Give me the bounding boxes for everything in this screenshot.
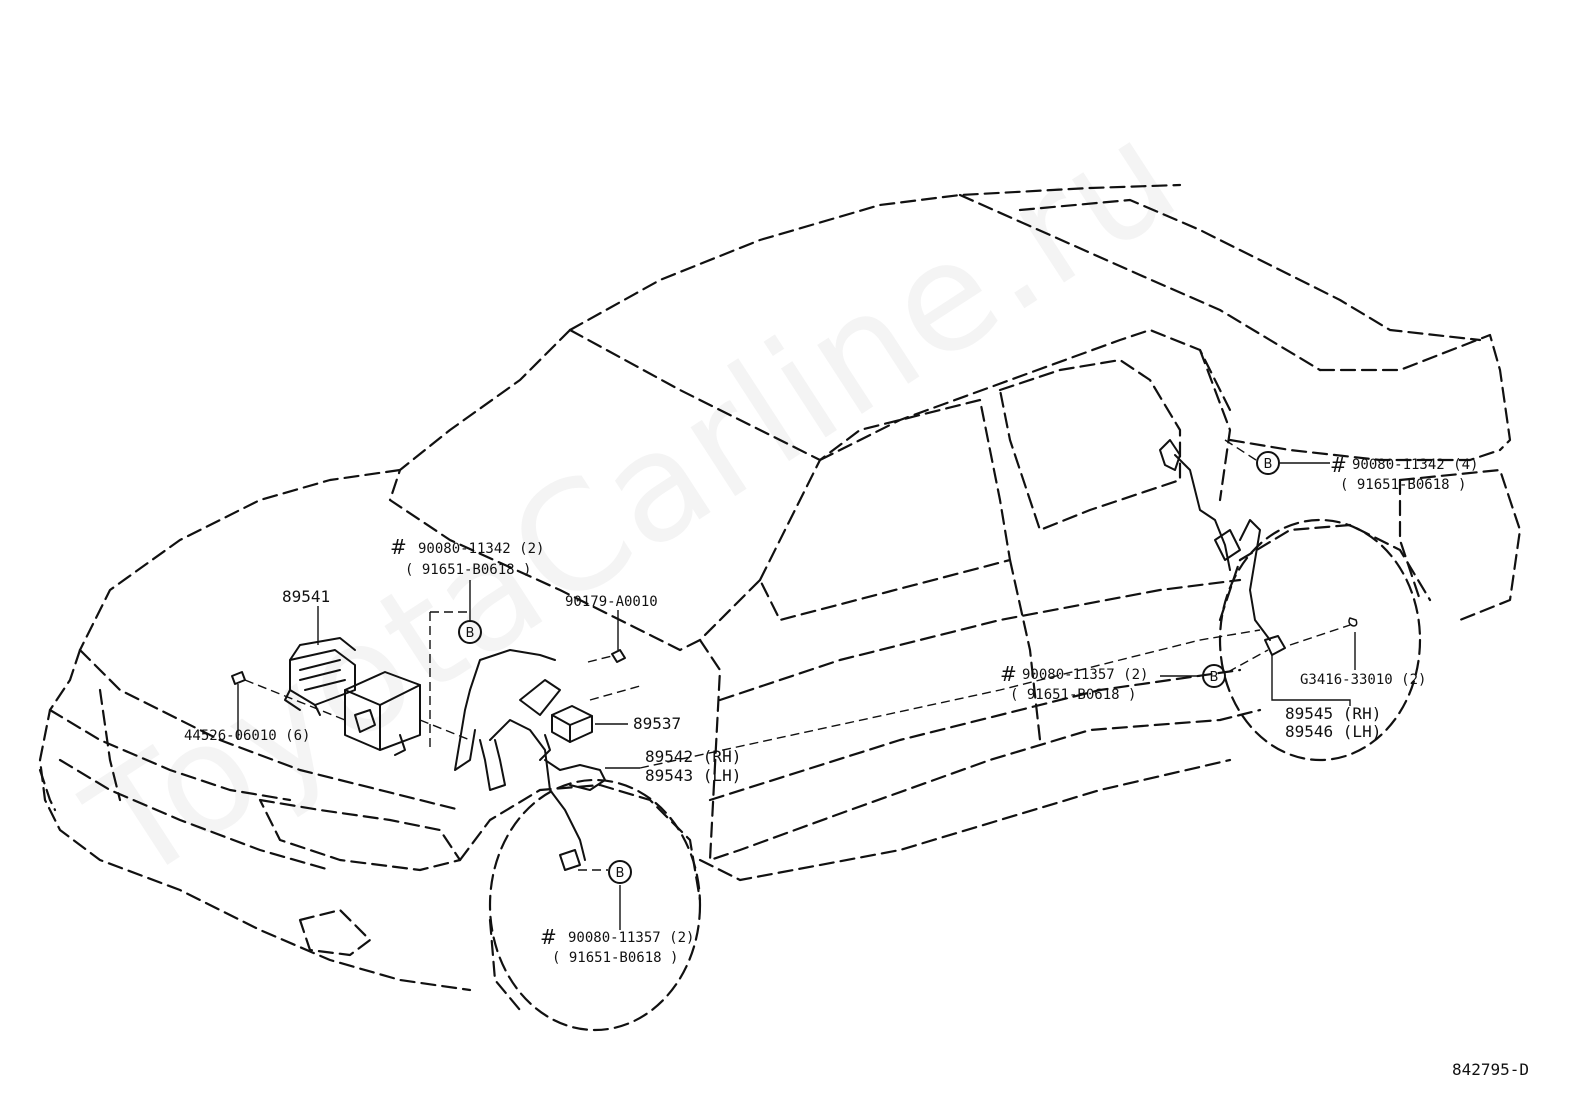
b-marker-rear-mid: B — [1210, 670, 1219, 685]
label-yaw-sensor: 89537 — [633, 714, 682, 733]
label-rear-sensor-rh: 89545 (RH) — [1285, 704, 1382, 723]
label-rear-grommet: G3416-33010 (2) — [1300, 672, 1427, 688]
label-bolt-hood-alt: ( 91651-B0618 ) — [405, 562, 532, 578]
diagram-code: 842795-D — [1452, 1060, 1530, 1079]
label-rear-bolt-top-alt: ( 91651-B0618 ) — [1340, 477, 1467, 493]
abs-ecu-drawing — [284, 637, 356, 716]
b-marker-front: B — [616, 866, 625, 881]
label-plug: 44526-06010 (6) — [184, 728, 311, 744]
b-marker-hood: B — [466, 626, 475, 641]
leader-lines — [244, 439, 1358, 930]
label-rear-bolt-top: 90080-11342 (4) — [1352, 457, 1479, 473]
label-front-sensor-rh: 89542 (RH) — [645, 747, 742, 766]
car-body-outline — [38, 183, 1522, 1032]
yaw-sensor-drawing — [551, 705, 593, 743]
label-front-bolt-alt: ( 91651-B0618 ) — [552, 950, 679, 966]
label-ecu: 89541 — [282, 587, 331, 606]
label-clip-nut: 90179-A0010 — [565, 594, 658, 610]
label-bolt-hood: 90080-11342 (2) — [418, 541, 545, 557]
label-front-bolt: 90080-11357 (2) — [568, 930, 695, 946]
hash-marker-rear-top: # — [1330, 453, 1347, 477]
hash-marker-hood: # — [390, 535, 407, 559]
label-rear-bolt-mid-alt: ( 91651-B0618 ) — [1010, 687, 1137, 703]
abs-actuator-drawing — [344, 671, 421, 756]
rear-harness-drawing — [1159, 439, 1286, 656]
b-marker-rear-top: B — [1264, 457, 1273, 472]
hash-marker-front: # — [540, 925, 557, 949]
label-rear-sensor-lh: 89546 (LH) — [1285, 722, 1382, 741]
hash-marker-rear-mid: # — [1000, 662, 1017, 686]
label-rear-bolt-mid: 90080-11357 (2) — [1022, 667, 1149, 683]
label-front-sensor-lh: 89543 (LH) — [645, 766, 742, 785]
b-circles — [458, 451, 1280, 884]
front-harness-drawing — [454, 649, 606, 871]
